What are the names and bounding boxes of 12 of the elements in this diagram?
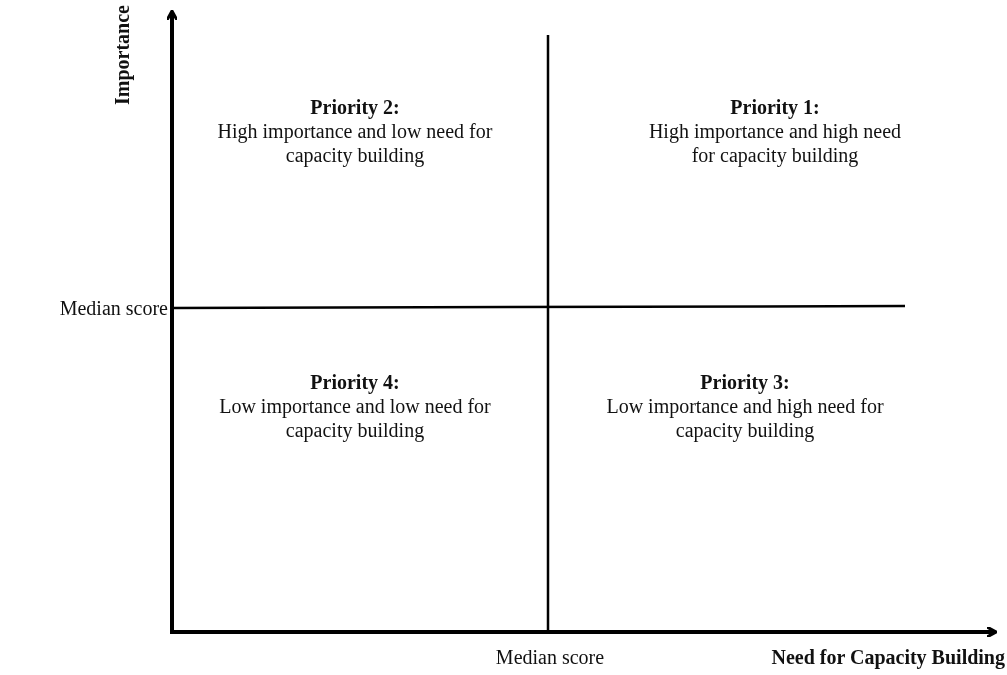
quadrant-description: High importance and low need for capacity building [216, 119, 494, 167]
axis-label: Median score [58, 296, 168, 320]
axis-label: Median score [494, 645, 606, 669]
axis-title: Importance [110, 5, 134, 105]
quadrant-heading: Priority 3: [699, 370, 791, 394]
axis-title: Need for Capacity Building [770, 645, 1005, 669]
quadrant-description: High importance and high need for capacity building [647, 119, 903, 167]
quadrant-description: Low importance and high need for capacity building [605, 394, 885, 442]
quadrant-heading: Priority 1: [729, 95, 821, 119]
quadrant-heading: Priority 4: [309, 370, 401, 394]
quadrant-description: Low importance and low need for capacity building [218, 394, 492, 442]
quadrant-heading: Priority 2: [309, 95, 401, 119]
